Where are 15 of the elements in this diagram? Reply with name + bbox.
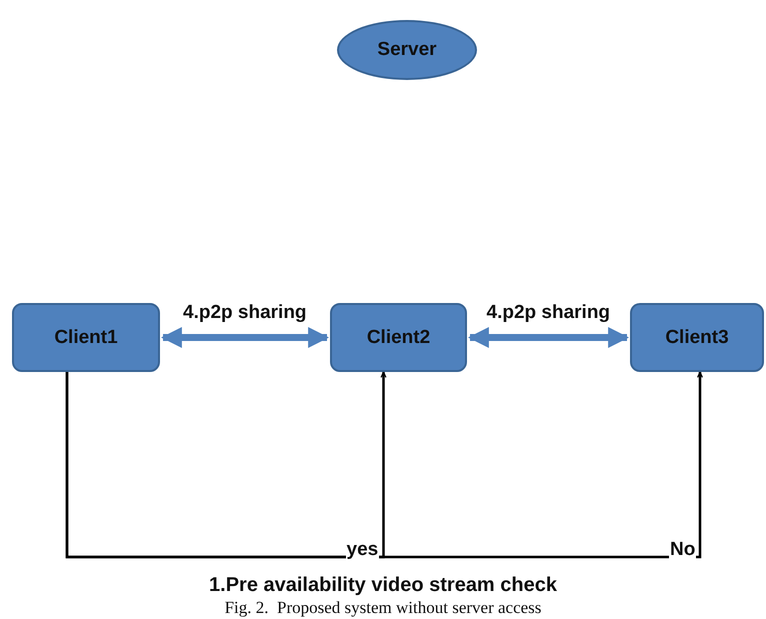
figure-caption: Fig. 2. Proposed system without server access <box>224 598 542 618</box>
client-box <box>630 303 764 372</box>
arrow <box>66 371 703 558</box>
check-label: 1.Pre availability video stream check <box>208 574 558 597</box>
double-arrow <box>160 327 330 348</box>
node-label: Client2 <box>366 326 430 348</box>
client-box <box>330 303 467 372</box>
client-box <box>12 303 160 372</box>
edge-label: 4.p2p sharing <box>182 302 308 324</box>
node-label: Client1 <box>54 326 118 348</box>
edge-label: 4.p2p sharing <box>486 302 612 324</box>
edge-label: No <box>669 539 696 561</box>
double-arrow <box>468 327 630 348</box>
node-label: Server <box>377 39 437 61</box>
node-label: Client3 <box>665 326 729 348</box>
